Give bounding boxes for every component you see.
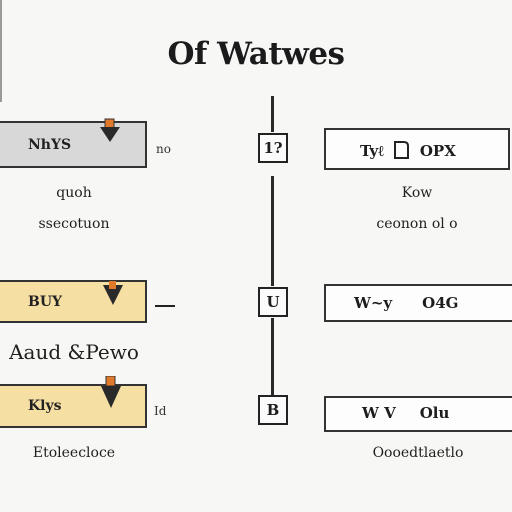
right-value-3: Olu <box>419 404 450 422</box>
left-bar-1-text: NhYS <box>28 136 72 153</box>
left-label-2a: Aaud &Pewo <box>9 340 139 364</box>
edge-line <box>0 0 2 102</box>
connector-dash <box>155 305 175 307</box>
left-bar-2: BUY <box>0 280 147 323</box>
right-frame-1: Tyℓ OPX <box>324 128 510 170</box>
connector-line <box>271 176 274 286</box>
right-symbol-2: W~y <box>354 294 393 312</box>
marker-icon <box>100 118 120 142</box>
node-box-1: 1? <box>258 133 288 163</box>
left-tab-1: no <box>156 142 171 156</box>
left-bar-1: NhYS <box>0 121 147 168</box>
bracket-icon <box>393 141 409 159</box>
right-frame-3: W V Olu <box>324 396 512 432</box>
left-label-1a: quoh <box>56 185 92 201</box>
left-label-1b: ssecotuon <box>38 216 110 232</box>
right-value-2: O4G <box>422 294 459 312</box>
node-box-3: B <box>258 395 288 425</box>
marker-icon <box>103 281 123 305</box>
left-bar-3: Klys <box>0 384 147 428</box>
connector-line <box>271 318 274 396</box>
right-symbol-1: Tyℓ <box>360 141 384 160</box>
left-bar-2-text: BUY <box>28 293 63 310</box>
left-tab-3: Id <box>154 404 167 418</box>
diagram-title: Of Watwes <box>167 36 345 72</box>
right-label-3a: Oooedtlaetlo <box>372 445 464 461</box>
left-bar-3-text: Klys <box>28 398 62 414</box>
right-symbol-3: W V <box>362 404 396 422</box>
right-label-1a: Kow <box>401 185 433 201</box>
node-box-2: U <box>258 287 288 317</box>
right-value-1: OPX <box>419 142 456 160</box>
right-frame-2: W~y O4G <box>324 284 512 322</box>
right-label-1b: ceonon ol o <box>376 216 458 232</box>
left-label-3a: Etoleecloce <box>32 445 116 461</box>
marker-icon <box>101 376 121 408</box>
connector-line <box>271 96 274 132</box>
